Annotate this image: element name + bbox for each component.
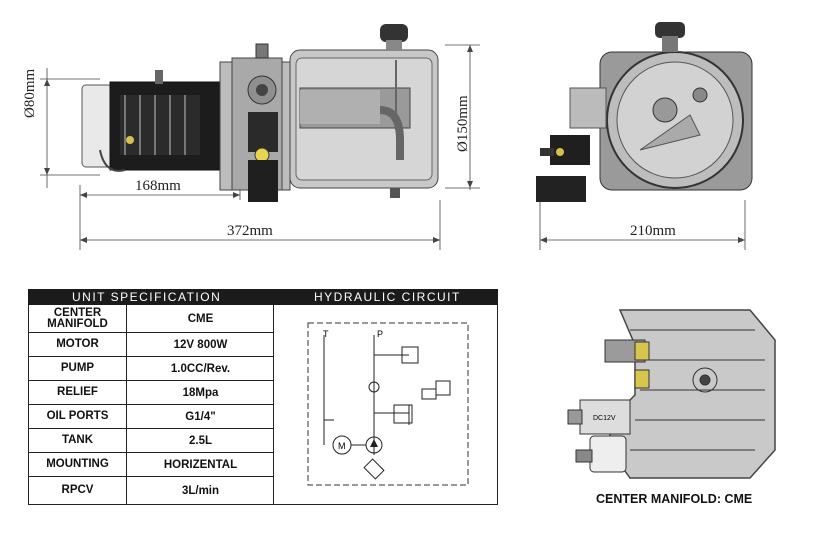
spec-row-tank: TANK 2.5L [29, 429, 274, 453]
circuit-title: HYDRAULIC CIRCUIT [314, 290, 461, 304]
spec-row-relief: RELIEF 18Mpa [29, 381, 274, 405]
spec-row-pump: PUMP 1.0CC/Rev. [29, 357, 274, 381]
spec-label: RELIEF [29, 381, 127, 404]
spec-row-rpcv: RPCV 3L/min [29, 477, 274, 504]
circuit-port-p: P [377, 329, 383, 339]
hydraulic-circuit-diagram: T P M [307, 322, 469, 486]
spec-value: 18Mpa [182, 386, 219, 399]
motor-symbol-label: M [338, 441, 346, 451]
center-manifold-illustration: DC12V [567, 309, 776, 479]
tank-diameter-label: Ø150mm [455, 95, 471, 152]
oil-tank [289, 24, 439, 198]
spec-row-motor: MOTOR 12V 800W [29, 333, 274, 357]
spec-label: PUMP [29, 357, 127, 380]
spec-label: MOUNTING [29, 453, 127, 476]
spec-label: OIL PORTS [29, 405, 127, 428]
spec-header-bar: UNIT SPECIFICATION HYDRAULIC CIRCUIT [28, 289, 498, 305]
spec-label: TANK [29, 429, 127, 452]
coil-voltage-label: DC12V [593, 415, 616, 422]
spec-value: CME [187, 312, 214, 325]
motor-body [81, 70, 221, 172]
end-view [536, 22, 753, 202]
spec-row-mounting: MOUNTING HORIZENTAL [29, 453, 274, 477]
spec-label: CENTER MANIFOLD [29, 305, 127, 332]
spec-table: CENTER MANIFOLD CME MOTOR 12V 800W PUMP … [28, 305, 274, 505]
spec-value: HORIZENTAL [163, 458, 238, 471]
spec-value: G1/4" [185, 410, 216, 423]
total-length-label: 372mm [227, 223, 273, 239]
spec-label: MOTOR [29, 333, 127, 356]
circuit-port-t: T [323, 329, 329, 339]
motor-diameter-label: Ø80mm [22, 68, 38, 118]
spec-value: 3L/min [181, 484, 220, 497]
hydraulic-circuit-box [274, 305, 498, 505]
motor-length-label: 168mm [135, 178, 181, 194]
spec-value: 12V 800W [173, 338, 228, 351]
spec-value: 2.5L [188, 434, 212, 447]
spec-row-center-manifold: CENTER MANIFOLD CME [29, 305, 274, 333]
spec-value: 1.0CC/Rev. [170, 362, 231, 375]
width-label: 210mm [630, 223, 676, 239]
spec-title: UNIT SPECIFICATION [72, 290, 222, 304]
spec-row-oil-ports: OIL PORTS G1/4" [29, 405, 274, 429]
side-view-drawing [40, 22, 753, 250]
manifold-block [219, 43, 291, 202]
spec-label: RPCV [29, 477, 127, 504]
manifold-caption: CENTER MANIFOLD: CME [596, 492, 753, 506]
